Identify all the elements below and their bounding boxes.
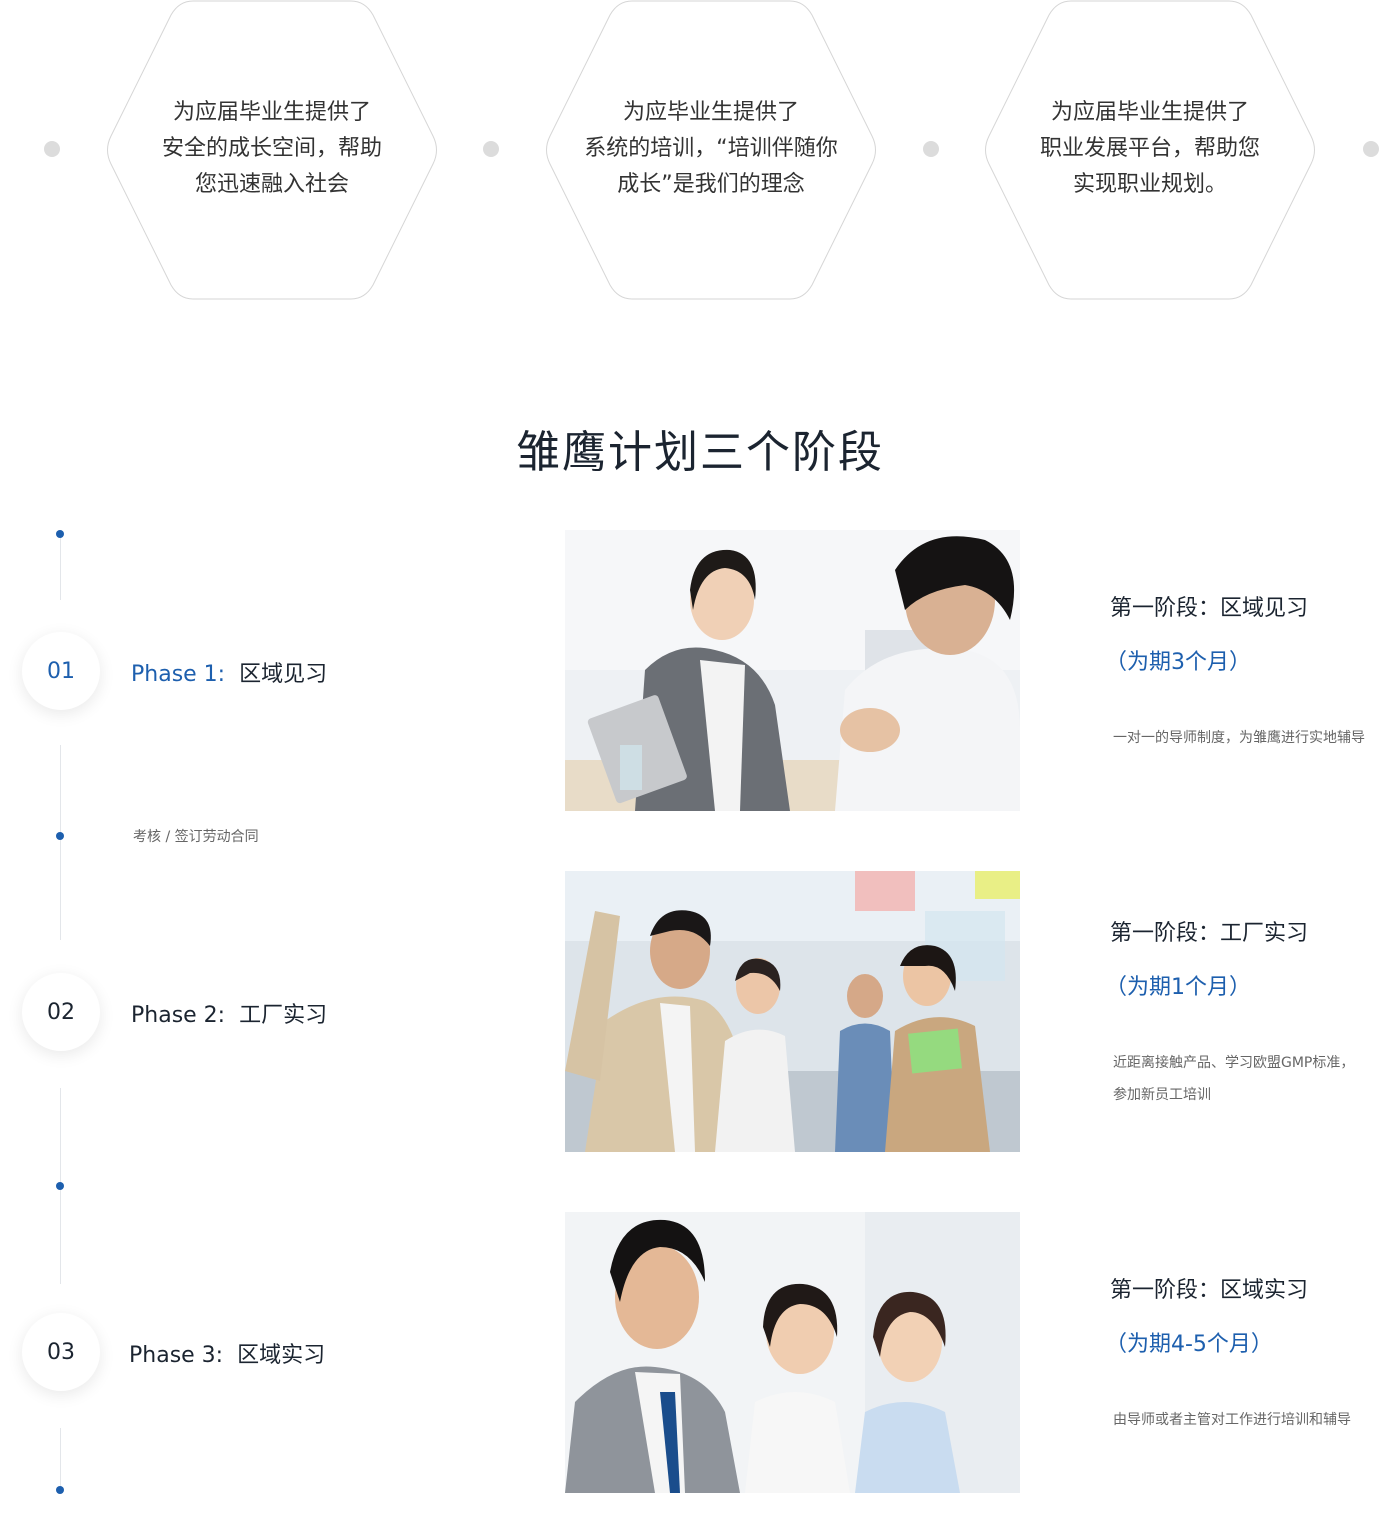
phase-number: 03 (47, 1339, 75, 1365)
phase-number: 01 (47, 658, 75, 684)
hexagon-line: 职业发展平台，帮助您 (1039, 136, 1260, 161)
phase-label: Phase 1: (131, 662, 226, 687)
hexagon-text: 为应毕业生提供了 系统的培训，“培训伴随你 成长”是我们的理念 (572, 95, 850, 203)
separator-dot (923, 141, 939, 157)
stage-description: 由导师或者主管对工作进行培训和辅导 (1113, 1404, 1400, 1436)
timeline-note: 考核 / 签订劳动合同 (133, 829, 259, 845)
phase-number: 02 (47, 999, 75, 1025)
stage-description-line: 参加新员工培训 (1113, 1087, 1211, 1103)
hexagon-line: 您迅速融入社会 (194, 172, 349, 197)
phase-name: 区域实习 (237, 1343, 326, 1368)
stage-description-line: 由导师或者主管对工作进行培训和辅导 (1113, 1412, 1351, 1428)
timeline-dot (56, 1486, 64, 1494)
photo-interview (565, 530, 1020, 811)
separator-dot (44, 141, 60, 157)
phase-number-circle[interactable]: 02 (22, 973, 100, 1051)
phase-name: 工厂实习 (239, 1003, 328, 1028)
hexagon-text: 为应届毕业生提供了 职业发展平台，帮助您 实现职业规划。 (1011, 95, 1289, 203)
stage-description-line: 一对一的导师制度，为雏鹰进行实地辅导 (1113, 730, 1365, 746)
hexagon-line: 为应毕业生提供了 (622, 100, 799, 125)
stage-duration: （为期4-5个月） (1105, 1332, 1273, 1357)
hexagon-card: 为应届毕业生提供了 安全的成长空间，帮助 您迅速融入社会 (103, 0, 441, 300)
stage-title: 第一阶段：工厂实习 (1110, 921, 1309, 946)
stage-description-line: 近距离接触产品、学习欧盟GMP标准， (1113, 1055, 1355, 1071)
photo-team-glass-board (565, 871, 1020, 1152)
hexagon-line: 为应届毕业生提供了 (172, 100, 371, 125)
phase-number-circle[interactable]: 01 (22, 632, 100, 710)
phase-name: 区域见习 (239, 662, 328, 687)
phase-tab-1[interactable]: Phase 1: 区域见习 (131, 656, 327, 688)
stage-description: 一对一的导师制度，为雏鹰进行实地辅导 (1113, 722, 1400, 754)
hexagon-card: 为应毕业生提供了 系统的培训，“培训伴随你 成长”是我们的理念 (542, 0, 880, 300)
timeline-line (60, 534, 61, 600)
timeline-dot (56, 530, 64, 538)
timeline-dot (56, 832, 64, 840)
hexagon-line: 实现职业规划。 (1072, 172, 1227, 197)
photo-three-professionals (565, 1212, 1020, 1493)
phase-label: Phase 2: (131, 1003, 226, 1028)
hexagon-card: 为应届毕业生提供了 职业发展平台，帮助您 实现职业规划。 (981, 0, 1319, 300)
stage-description: 近距离接触产品、学习欧盟GMP标准， 参加新员工培训 (1113, 1047, 1400, 1111)
phase-label: Phase 3: (129, 1343, 224, 1368)
stage-title: 第一阶段：区域见习 (1110, 596, 1309, 621)
phase-number-circle[interactable]: 03 (22, 1313, 100, 1391)
stage-duration: （为期1个月） (1105, 975, 1251, 1000)
phase-tab-3[interactable]: Phase 3: 区域实习 (129, 1337, 325, 1369)
section-title: 雏鹰计划三个阶段 (516, 427, 884, 478)
hexagon-text: 为应届毕业生提供了 安全的成长空间，帮助 您迅速融入社会 (133, 95, 411, 203)
hexagon-line: 安全的成长空间，帮助 (161, 136, 382, 161)
timeline-line (60, 745, 61, 940)
hexagon-line: 为应届毕业生提供了 (1050, 100, 1249, 125)
timeline-dot (56, 1182, 64, 1190)
phase-tab-2[interactable]: Phase 2: 工厂实习 (131, 997, 327, 1029)
separator-dot (483, 141, 499, 157)
hexagon-line: 成长”是我们的理念 (617, 172, 805, 197)
timeline-line (60, 1428, 61, 1490)
stage-title: 第一阶段：区域实习 (1110, 1278, 1309, 1303)
hexagon-line: 系统的培训，“培训伴随你 (584, 136, 838, 161)
stage-duration: （为期3个月） (1105, 650, 1251, 675)
separator-dot (1363, 141, 1379, 157)
